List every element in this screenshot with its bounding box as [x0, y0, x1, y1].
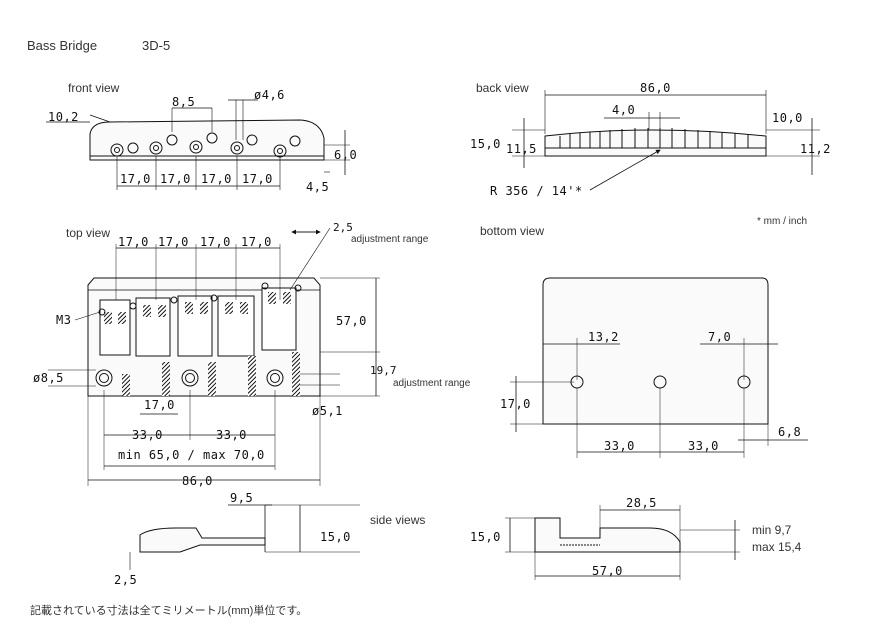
side-view-right: [505, 505, 740, 580]
top-dim-hole: ø8,5: [33, 371, 64, 385]
front-dim-overhang: 10,2: [48, 110, 79, 124]
top-dim-travel: 2,5: [333, 221, 353, 234]
top-dim-minmax: min 65,0 / max 70,0: [118, 448, 265, 462]
side-dim-min: min 9,7: [752, 523, 792, 537]
side-dim-left-h: 15,0: [320, 530, 351, 544]
bottom-dim-hole-spacing-1: 33,0: [604, 439, 635, 453]
side-dim-right-len: 57,0: [592, 564, 623, 578]
front-saddle-screws: [110, 132, 301, 158]
top-dim-length: 57,0: [336, 314, 367, 328]
bottom-dim-hole-spacing-2: 33,0: [688, 439, 719, 453]
bottom-dim-right: 7,0: [708, 330, 732, 344]
front-view-drawing: [46, 99, 350, 190]
back-dim-center: 4,0: [612, 103, 636, 117]
side-dim-right-top: 28,5: [626, 496, 657, 510]
bottom-dim-height: 17,0: [500, 397, 531, 411]
front-dim-spacing-3: 17,0: [201, 172, 232, 186]
model-number: 3D-5: [142, 38, 171, 53]
bottom-dim-left: 13,2: [588, 330, 619, 344]
top-dim-range: 19,7: [370, 364, 397, 377]
front-dim-height: 6,0: [334, 148, 358, 162]
top-dim-hole2: ø5,1: [312, 404, 343, 418]
side-dim-max: max 15,4: [752, 540, 802, 554]
units-note: * mm / inch: [757, 216, 808, 227]
back-saddles: [559, 128, 749, 148]
top-view-drawing: [48, 227, 380, 486]
side-views-label: side views: [370, 513, 426, 527]
front-view-label: front view: [68, 81, 120, 95]
top-dim-spacing-2: 17,0: [158, 235, 189, 249]
front-dim-spacing-1: 17,0: [120, 172, 151, 186]
front-dim-spacing-4: 17,0: [242, 172, 273, 186]
side-dim-left-base: 2,5: [114, 573, 138, 587]
top-dim-spacing-4: 17,0: [241, 235, 272, 249]
top-dim-hole-spacing-2: 33,0: [216, 428, 247, 442]
bottom-view-drawing: [510, 277, 808, 458]
top-dim-spacing-3: 17,0: [200, 235, 231, 249]
top-dim-sub: 17,0: [144, 398, 175, 412]
adjustment-range-label-1: adjustment range: [351, 234, 429, 245]
top-view-label: top view: [66, 226, 111, 240]
side-view-left: [129, 504, 360, 570]
top-dim-hole-spacing-1: 33,0: [132, 428, 163, 442]
front-dim-base: 4,5: [306, 180, 330, 194]
front-dim-spacing-2: 17,0: [160, 172, 191, 186]
top-mount-holes: [95, 282, 302, 387]
page-title: Bass Bridge: [27, 38, 98, 53]
back-dim-right-h2: 11,2: [800, 142, 831, 156]
back-view-drawing: [512, 90, 820, 191]
top-dim-spacing-1: 17,0: [118, 235, 149, 249]
side-dim-right-h: 15,0: [470, 530, 501, 544]
top-dim-screw: M3: [56, 313, 72, 327]
bottom-view-label: bottom view: [480, 224, 545, 238]
footer-note: 記載されている寸法は全てミリメートル(mm)単位です。: [30, 605, 308, 617]
back-dim-left-h: 15,0: [470, 137, 501, 151]
front-dim-hole: ø4,6: [254, 88, 285, 102]
back-dim-left-h2: 11,5: [506, 142, 537, 156]
bottom-dim-edge: 6,8: [778, 425, 802, 439]
top-saddles: [99, 287, 297, 357]
back-view-label: back view: [476, 81, 529, 95]
side-dim-left-top: 9,5: [230, 491, 254, 505]
back-dim-radius: R 356 / 14'*: [490, 184, 583, 198]
front-dim-gap: 8,5: [172, 95, 196, 109]
adjustment-range-label-2: adjustment range: [393, 378, 471, 389]
back-dim-right-h: 10,0: [772, 111, 803, 125]
back-dim-width: 86,0: [640, 81, 671, 95]
top-hatched-blocks: [104, 292, 300, 396]
top-dim-total: 86,0: [182, 474, 213, 488]
